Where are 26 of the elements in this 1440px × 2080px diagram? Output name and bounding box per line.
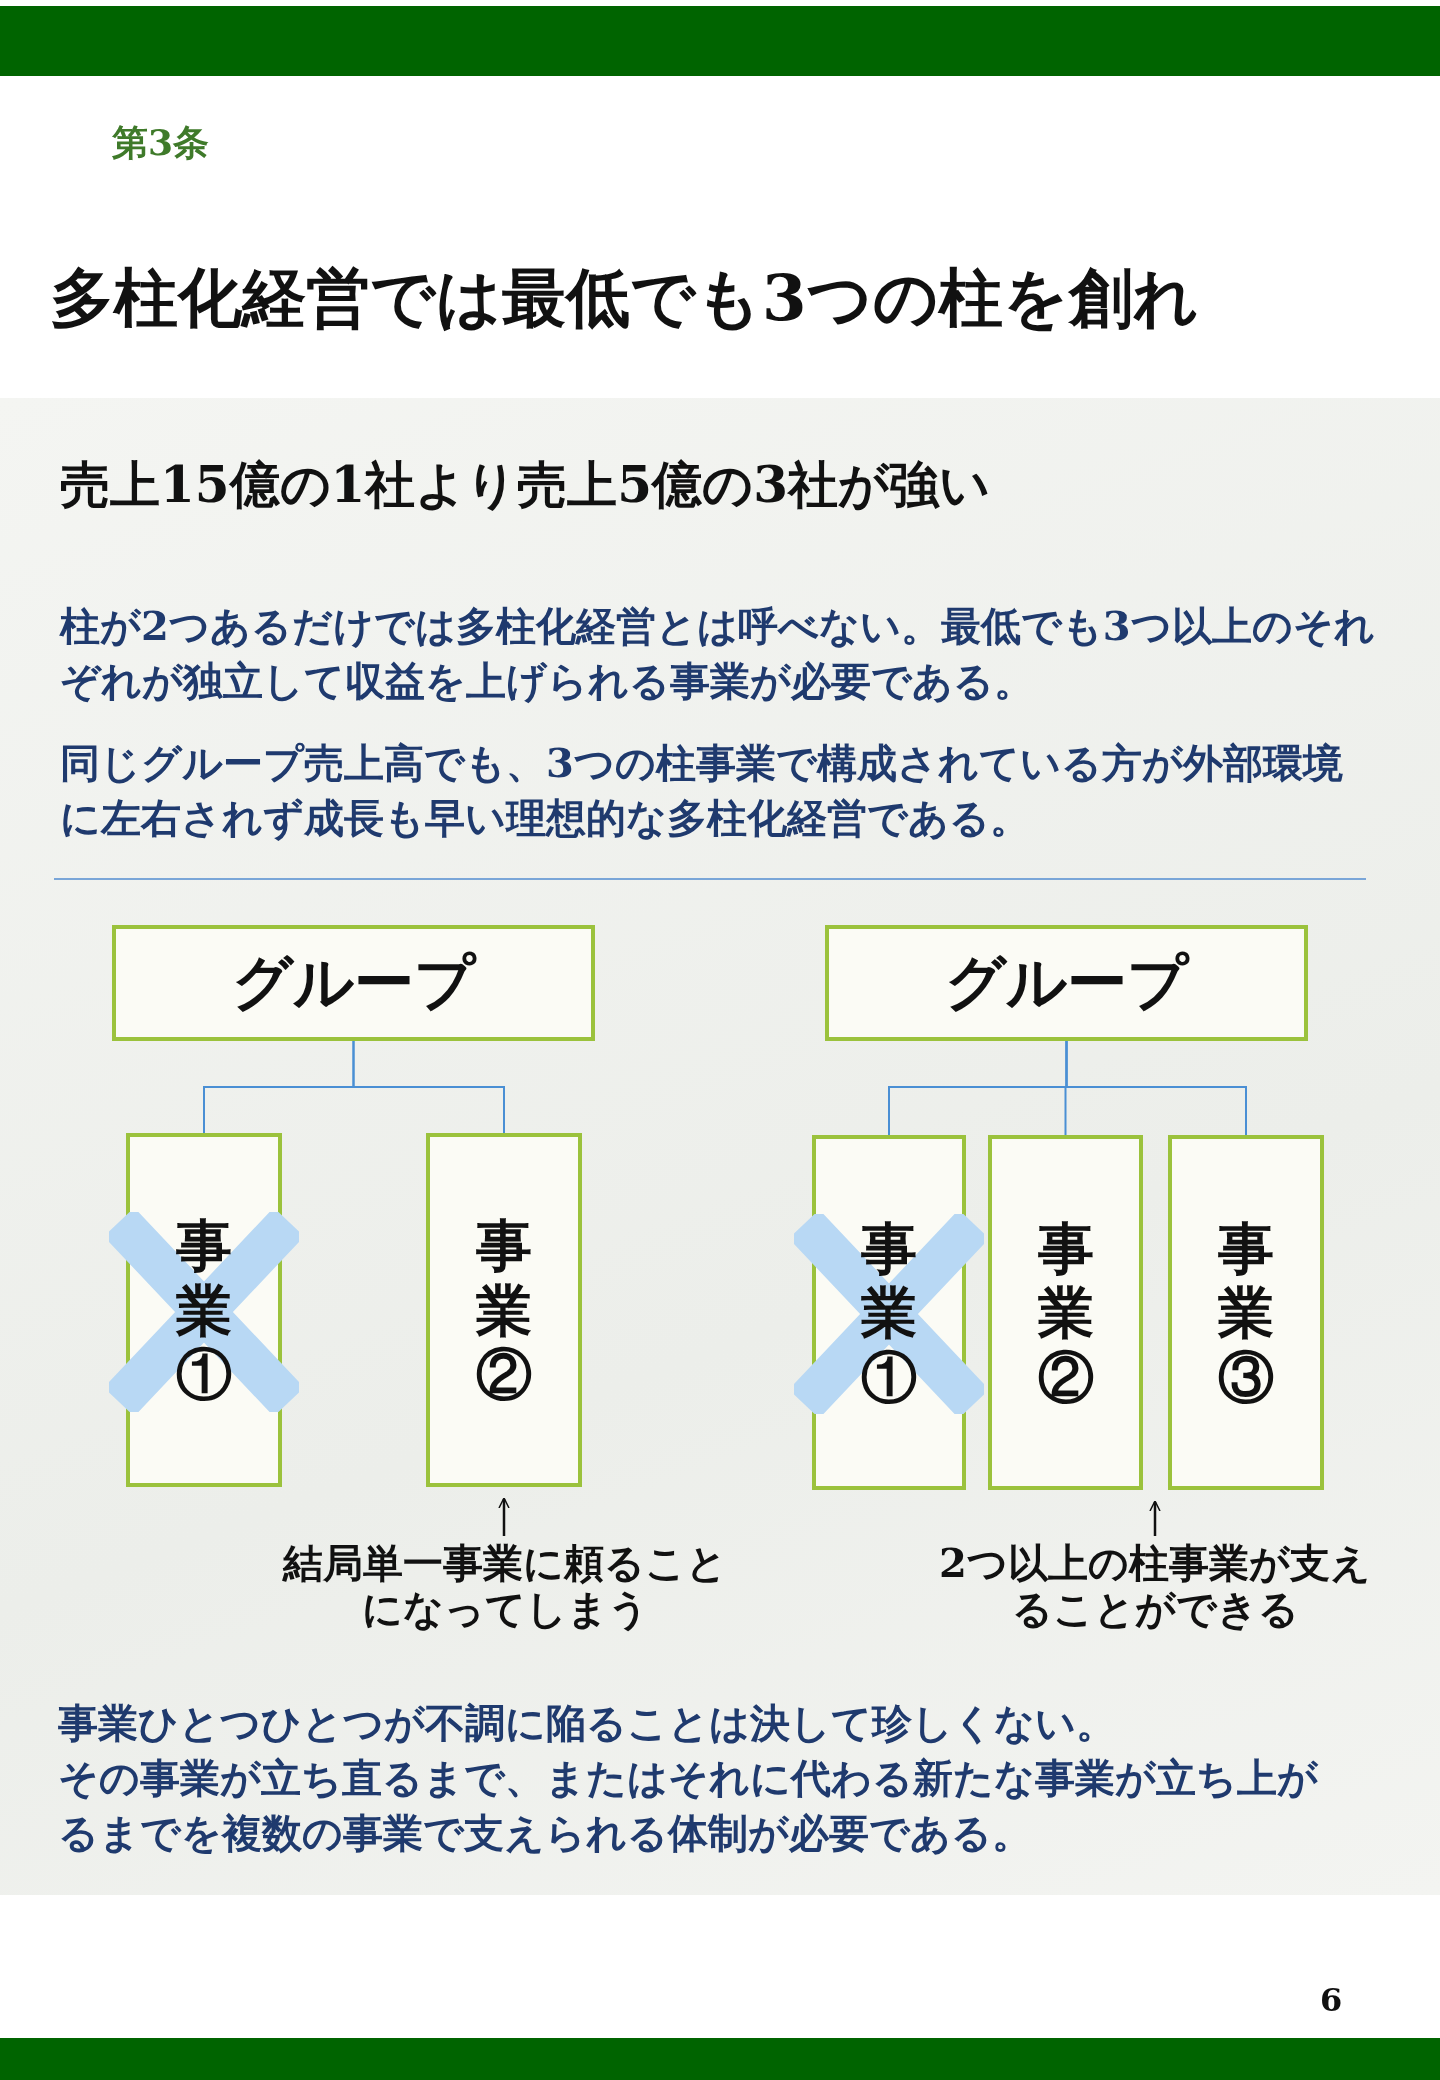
connector-line [1065, 1040, 1247, 1136]
title: 多柱化経営では最低でも3つの柱を創れ [50, 259, 1199, 337]
business-label: 事業③ [1217, 1215, 1275, 1410]
business-box [988, 1135, 1143, 1490]
subtitle: 売上15億の1社より売上5億の3社が強い [60, 454, 990, 516]
page-number: 6 [1320, 1980, 1343, 2021]
arrow [1149, 1500, 1161, 1536]
paragraph: 事業ひとつひとつが不調に陥ることは決して珍しくない。 [58, 1698, 1116, 1748]
note-text: 2つ以上の柱事業が支えることができる [930, 1540, 1380, 1632]
business-label: 事業② [475, 1213, 533, 1407]
paragraph: 同じグループ売上高でも、3つの柱事業で構成されている方が外部環境に左右されず成長も早い理想的な多柱化経営である。 [60, 738, 1344, 844]
article-number: 第3条 [112, 120, 210, 165]
business-box [1168, 1135, 1324, 1490]
business-label: 事業② [1036, 1215, 1095, 1410]
group-label: グループ [945, 945, 1188, 1019]
arrow [498, 1497, 510, 1536]
business-box [426, 1133, 582, 1487]
connector-line [352, 1040, 505, 1134]
group-box [825, 925, 1308, 1041]
business-label: 事業① [860, 1215, 918, 1410]
group-label: グループ [232, 945, 475, 1019]
business-label: 事業① [175, 1213, 233, 1407]
group-box [112, 925, 595, 1041]
note-text: 結局単一事業に頼ることになってしまう [270, 1540, 740, 1632]
paragraph: 柱が2つあるだけでは多柱化経営とは呼べない。最低でも3つ以上のそれぞれが独立して収益を上げられる事業が必要である。 [60, 601, 1376, 707]
paragraph: その事業が立ち直るまで、またはそれに代わる新たな事業が立ち上がるまでを複数の事業で支えられる体制が必要である。 [58, 1753, 1319, 1859]
